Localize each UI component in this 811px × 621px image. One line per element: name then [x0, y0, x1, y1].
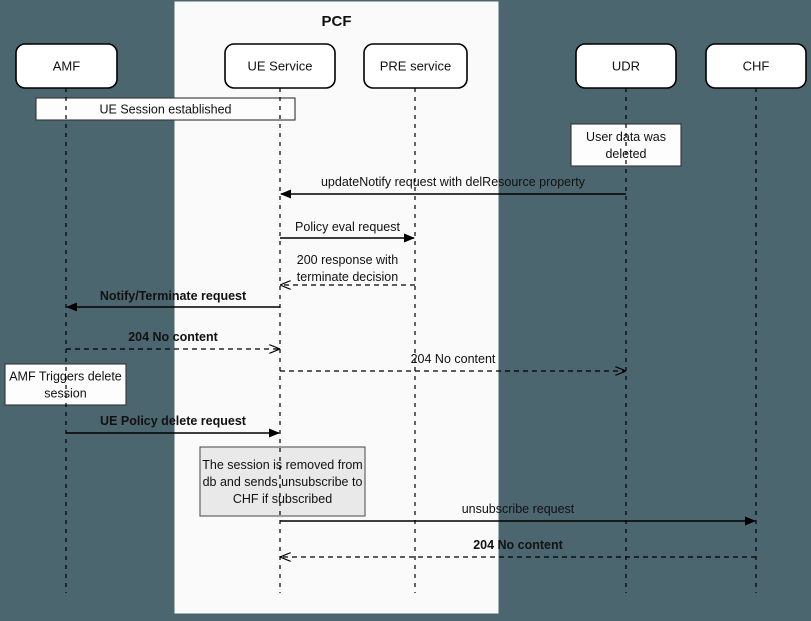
actor-box-udr[interactable]	[575, 43, 677, 89]
actor-label-udr: UDR	[612, 58, 640, 73]
message-label-m4: Notify/Terminate request	[100, 289, 247, 303]
actor-label-ue: UE Service	[247, 58, 312, 73]
actor-pre[interactable]: PRE service	[363, 43, 468, 89]
message-label-m6: 204 No content	[411, 352, 496, 366]
actor-box-pre[interactable]	[363, 43, 468, 89]
message-m8: unsubscribe request	[280, 502, 756, 526]
message-m9: 204 No content	[281, 538, 756, 557]
actor-label-chf: CHF	[743, 58, 770, 73]
message-label-m3: terminate decision	[297, 270, 398, 284]
actor-amf[interactable]: AMF	[15, 43, 118, 89]
message-m7: UE Policy delete request	[66, 414, 280, 438]
actor-chf[interactable]: CHF	[705, 43, 807, 89]
note-line: CHF if subscribed	[233, 492, 332, 506]
message-m4: Notify/Terminate request	[66, 289, 280, 312]
message-label-m9: 204 No content	[473, 538, 563, 552]
message-label-m3: 200 response with	[297, 253, 399, 267]
message-m6: 204 No content	[280, 352, 625, 371]
actor-box-amf[interactable]	[15, 43, 118, 89]
actor-box-ue[interactable]	[224, 43, 336, 89]
message-m5: 204 No content	[66, 330, 279, 349]
actor-ue[interactable]: UE Service	[224, 43, 336, 89]
message-m2: Policy eval request	[280, 220, 415, 243]
actor-box-chf[interactable]	[705, 43, 807, 89]
actor-udr[interactable]: UDR	[575, 43, 677, 89]
note-n4: The session is removed from db and sends …	[199, 446, 366, 517]
message-m1: updateNotify request with delResource pr…	[280, 175, 626, 199]
messages-layer: updateNotify request with delResource pr…	[66, 175, 756, 557]
note-line: db and sends unsubscribe to	[203, 475, 363, 489]
actor-label-amf: AMF	[53, 58, 81, 73]
actors-layer: AMF UE Service PRE service UDR CHF	[15, 43, 807, 89]
note-box-n4	[199, 446, 366, 517]
lifelines-layer	[65, 88, 757, 593]
message-label-m7: UE Policy delete request	[100, 414, 247, 428]
note-n1: UE Session established	[35, 97, 296, 121]
message-label-m8: unsubscribe request	[462, 502, 575, 516]
message-label-m2: Policy eval request	[295, 220, 400, 234]
note-line: session	[44, 387, 86, 401]
note-box-n1	[35, 97, 296, 121]
message-label-m5: 204 No content	[128, 330, 218, 344]
pcf-frame-title: PCF	[322, 13, 352, 30]
note-line: UE Session established	[99, 103, 231, 117]
note-line: The session is removed from	[202, 458, 362, 472]
message-m3: 200 response with terminate decision	[281, 253, 415, 285]
message-label-m1: updateNotify request with delResource pr…	[321, 175, 586, 189]
actor-label-pre: PRE service	[380, 58, 452, 73]
